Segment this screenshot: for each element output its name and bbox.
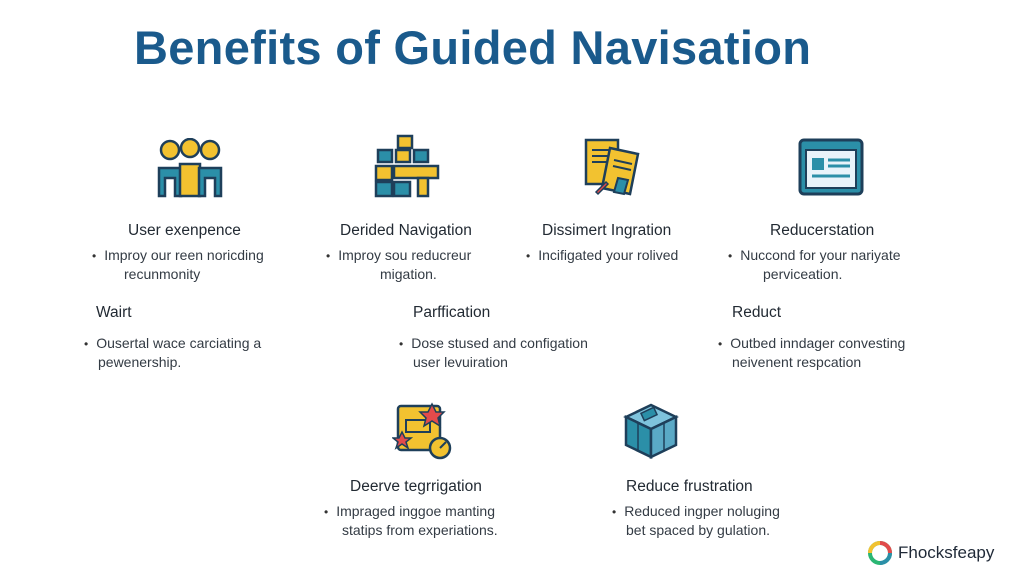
benefit-user-experience: User exenpence Improy our reen noricding… <box>104 222 264 283</box>
benefit-deerve-tegrrigation: Deerve tegrrigation Impraged inggoe mant… <box>336 478 497 539</box>
benefit-text: recunmonity <box>124 266 201 282</box>
benefit-title: Wairt <box>96 304 132 321</box>
page-title: Benefits of Guided Navisation <box>134 21 812 74</box>
documents-icon <box>582 136 644 198</box>
benefit-dissimert-ingration: Dissimert Ingration Incifigated your rol… <box>538 222 678 265</box>
benefit-reduce-frustration: Reduce frustration Reduced ingper nolugi… <box>624 478 780 539</box>
benefit-text: user levuiration <box>413 354 508 370</box>
benefit-parffication: Parffication Dose stused and configation… <box>411 304 588 371</box>
benefit-text: Nuccond for your nariyate <box>728 246 900 265</box>
benefit-title: Reducerstation <box>770 222 875 239</box>
benefit-text: Improy sou reducreur <box>326 246 472 265</box>
benefit-text: perviceation. <box>763 266 843 282</box>
cube-icon <box>622 402 680 460</box>
benefit-text: Incifigated your rolived <box>526 246 678 265</box>
benefit-text: Ousertal wace carciating a <box>84 334 261 353</box>
benefit-text: Improy our reen noricding <box>92 246 264 265</box>
brand-logo-icon <box>868 541 892 565</box>
benefit-text: pewenership. <box>98 354 182 370</box>
benefit-wairt: Wairt Ousertal wace carciating a pewener… <box>96 304 261 371</box>
benefit-text: migation. <box>380 266 437 282</box>
benefit-text: neivenent respcation <box>732 354 862 370</box>
benefit-text: Reduced ingper noluging <box>612 502 780 521</box>
benefit-title: Reduce frustration <box>626 478 753 495</box>
benefit-text: Dose stused and configation <box>399 334 588 353</box>
benefit-text: statips from experiations. <box>342 522 498 538</box>
benefit-title: Reduct <box>732 304 782 321</box>
benefit-title: Deerve tegrrigation <box>350 478 482 495</box>
benefit-derided-navigation: Derided Navigation Improy sou reducreur … <box>338 222 472 283</box>
users-icon <box>156 138 224 198</box>
benefit-reduct: Reduct Outbed inndager convesting neiven… <box>730 304 905 371</box>
benefit-text: bet spaced by gulation. <box>626 522 770 538</box>
benefit-title: Parffication <box>413 304 491 321</box>
benefit-title: Dissimert Ingration <box>542 222 672 239</box>
blocks-icon <box>374 134 440 198</box>
benefit-title: Derided Navigation <box>340 222 472 239</box>
puzzle-icon <box>392 402 458 464</box>
benefit-text: Impraged inggoe manting <box>324 502 498 521</box>
benefit-title: User exenpence <box>128 222 241 239</box>
brand: Fhocksfeapy <box>868 541 994 565</box>
benefit-reducerstation: Reducerstation Nuccond for your nariyate… <box>740 222 900 283</box>
browser-window-icon <box>798 138 864 196</box>
benefit-text: Outbed inndager convesting <box>718 334 905 353</box>
brand-name: Fhocksfeapy <box>898 543 995 562</box>
